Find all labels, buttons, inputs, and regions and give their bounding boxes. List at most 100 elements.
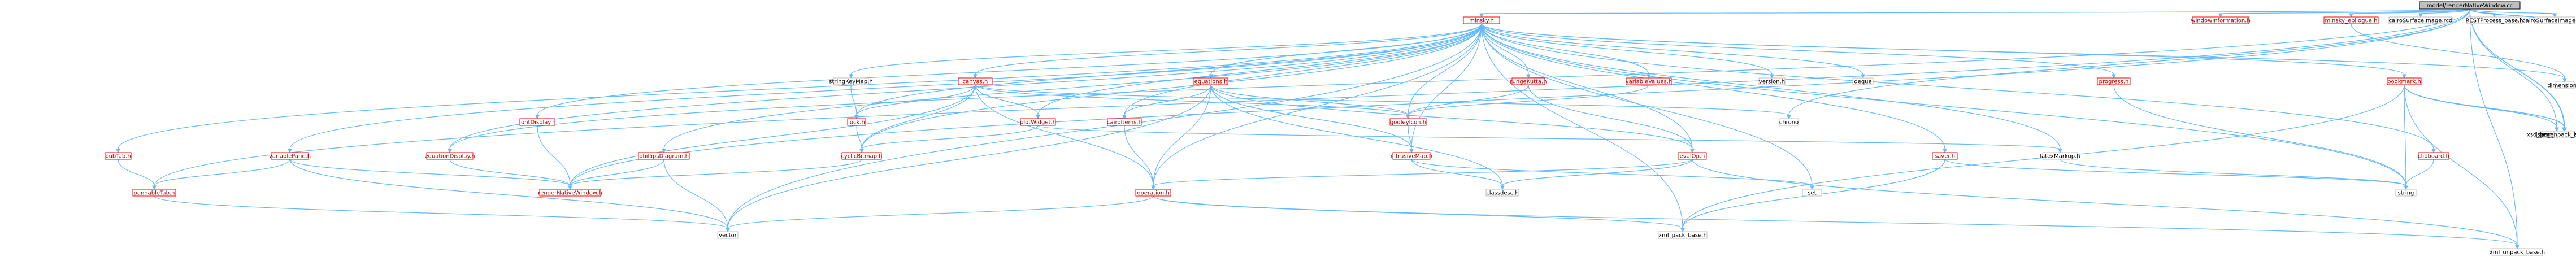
- edge-canvas_h-to-godleyIcon_h: [975, 84, 1409, 116]
- node-variableValues-h[interactable]: variableValues.h: [1626, 77, 1673, 85]
- node-box: [2387, 77, 2422, 85]
- node-label: latexMarkup.h: [2040, 154, 2080, 160]
- arrowhead-evalOp_h-to-classdesc_h: [1500, 185, 1505, 190]
- node-equations-h[interactable]: equations.h: [1193, 77, 1228, 85]
- edge-minsky_h-to-plotWidget_h: [1037, 23, 1482, 116]
- node-plotWidget-h[interactable]: plotWidget.h: [1020, 118, 1056, 126]
- arrowhead-minsky_h-to-fontDisplay_h: [535, 115, 540, 120]
- node-rungeKutta-h[interactable]: rungeKutta.h: [1510, 77, 1547, 85]
- node-lock-h[interactable]: lock.h: [847, 118, 866, 126]
- arrowhead-minsky_h-to-equationDisplay_h: [448, 149, 452, 154]
- node-cairoSurfaceImage-xcd[interactable]: cairoSurfaceImage.xcd: [2522, 16, 2576, 24]
- arrowhead-root-to-cairoSurfaceImage_rcd: [2418, 13, 2423, 18]
- node-godleyIcon-h[interactable]: godleyIcon.h: [1389, 118, 1427, 126]
- node-box: [841, 152, 882, 160]
- node-latexMarkup-h[interactable]: latexMarkup.h: [2040, 152, 2080, 160]
- node-intrusiveMap-h[interactable]: intrusiveMap.h: [1391, 152, 1432, 160]
- edge-minsky_h-to-phillipsDiagram_h: [663, 23, 1482, 150]
- node-label: json_unpack_base.h: [2535, 132, 2576, 138]
- arrowhead-minsky_h-to-clipboard_h: [2431, 149, 2436, 154]
- node-label: clipboard.h: [2418, 154, 2449, 160]
- edge-minsky_h-to-intrusiveMap_h: [1411, 23, 1482, 150]
- edge-evalOp_h-to-classdesc_h: [1502, 159, 1693, 186]
- arrowhead-variableValues_h-to-godleyIcon_h: [1406, 115, 1410, 120]
- edge-stringKeyMap_h-to-lock_h: [850, 84, 857, 116]
- edge-pannableTab_h-to-vector: [154, 195, 728, 229]
- node-box: [2555, 81, 2575, 89]
- node-bookmark-h[interactable]: bookmark.h: [2387, 77, 2422, 85]
- edge-equations_h-to-classdesc_h: [1210, 84, 1503, 186]
- node-box: [539, 189, 601, 197]
- node-label: stringKeyMap.h: [829, 79, 872, 85]
- node-minsky-h[interactable]: minsky.h: [1463, 16, 1500, 24]
- node-progress-h[interactable]: progress.h: [2097, 77, 2131, 85]
- arrowhead-operation_h-to-vector: [726, 228, 730, 233]
- edge-root-to-xsd_generate_base_h: [2469, 8, 2557, 128]
- node-box: [1932, 152, 1958, 160]
- arrowhead-root-to-windowInformation_h: [2218, 13, 2223, 18]
- node-windowInformation-h[interactable]: windowInformation.h: [2191, 16, 2251, 24]
- node-string[interactable]: string: [2395, 189, 2417, 197]
- edge-phillipsDiagram_h-to-vector: [663, 159, 728, 229]
- node-box: [1852, 77, 1874, 85]
- node-classdesc-h[interactable]: classdesc.h: [1485, 189, 1519, 197]
- arrowhead-rungeKutta_h-to-evalOp_h: [1690, 149, 1695, 154]
- node-pubTab-h[interactable]: pubTab.h: [105, 152, 132, 160]
- node-box: [2388, 16, 2453, 24]
- arrowhead-root-to-cairoSurfaceImage_xcd: [2552, 13, 2557, 18]
- node-label: evalOp.h: [1680, 154, 1705, 160]
- edge-rungeKutta_h-to-godleyIcon_h: [1408, 84, 1529, 116]
- node-stringKeyMap-h[interactable]: stringKeyMap.h: [829, 77, 873, 85]
- node-equationDisplay-h[interactable]: equationDisplay.h: [424, 152, 475, 160]
- arrowhead-minsky_h-to-phillipsDiagram_h: [662, 149, 666, 154]
- node-box: [1193, 77, 1228, 85]
- node-root[interactable]: model/renderNativeWindow.cc: [2419, 1, 2521, 10]
- edge-minsky_h-to-canvas_h: [975, 23, 1482, 75]
- arrowhead-variablePane_h-to-pannableTab_h: [152, 185, 157, 190]
- node-fontDisplay-h[interactable]: fontDisplay.h: [519, 118, 556, 126]
- node-canvas-h[interactable]: canvas.h: [958, 77, 993, 85]
- node-set[interactable]: set: [1802, 189, 1822, 197]
- node-label: string: [2398, 190, 2414, 197]
- edge-variablePane_h-to-pannableTab_h: [154, 159, 290, 186]
- edge-saver_h-to-string: [1944, 159, 2406, 186]
- node-clipboard-h[interactable]: clipboard.h: [2418, 152, 2449, 160]
- edge-minsky_h-to-saver_h: [1481, 23, 1945, 150]
- node-json-unpack-base-h[interactable]: json_unpack_base.h: [2535, 131, 2576, 138]
- node-chrono[interactable]: chrono: [1779, 118, 1799, 126]
- node-operation-h[interactable]: operation.h: [1135, 189, 1171, 197]
- edge-minsky_h-to-fontDisplay_h: [537, 23, 1482, 116]
- edge-equations_h-to-godleyIcon_h: [1210, 84, 1409, 116]
- node-variablePane-h[interactable]: variablePane.h: [269, 152, 311, 160]
- node-saver-h[interactable]: saver.h: [1932, 152, 1958, 160]
- node-cyclicBitmap-h[interactable]: cyclicBitmap.h: [841, 152, 883, 160]
- node-version-h[interactable]: version.h: [1758, 77, 1786, 85]
- edge-bookmark_h-to-string: [2404, 84, 2406, 186]
- node-label: vector: [719, 233, 737, 239]
- node-xml-unpack-base-h[interactable]: xml_unpack_base.h: [2490, 248, 2545, 256]
- node-renderNativeWindow-h[interactable]: renderNativeWindow.h: [538, 189, 602, 197]
- node-xml-pack-base-h[interactable]: xml_pack_base.h: [1658, 231, 1708, 239]
- node-vector[interactable]: vector: [717, 231, 739, 239]
- node-label: chrono: [1779, 120, 1799, 126]
- arrowhead-operation_h-to-xml_unpack_base_h: [2515, 245, 2519, 250]
- node-cairoSurfaceImage-rcd[interactable]: cairoSurfaceImage.rcd: [2388, 16, 2453, 24]
- node-label: xml_unpack_base.h: [2490, 250, 2545, 256]
- node-box: [638, 152, 690, 160]
- arrowhead-root-to-minsky_h: [1479, 13, 1484, 18]
- node-evalOp-h[interactable]: evalOp.h: [1678, 152, 1707, 160]
- node-minsky-epilogue-h[interactable]: minsky_epilogue.h: [2323, 16, 2379, 24]
- node-dimension-h[interactable]: dimension.h: [2547, 81, 2576, 89]
- node-pannableTab-h[interactable]: pannableTab.h: [132, 189, 176, 197]
- arrowhead-minsky_h-to-canvas_h: [973, 74, 978, 79]
- node-label: set: [1808, 190, 1816, 197]
- edge-lock_h-to-cyclicBitmap_h: [856, 125, 862, 150]
- node-deque[interactable]: deque: [1852, 77, 1874, 85]
- node-box: [132, 189, 176, 197]
- edge-canvas_h-to-operation_h: [975, 84, 1154, 186]
- node-phillipsDiagram-h[interactable]: phillipsDiagram.h: [638, 152, 690, 160]
- node-cairoItems-h[interactable]: cairoItems.h: [1107, 118, 1142, 126]
- node-RESTProcess-base-h[interactable]: RESTProcess_base.h: [2465, 16, 2523, 24]
- node-label: model/renderNativeWindow.cc: [2427, 3, 2513, 9]
